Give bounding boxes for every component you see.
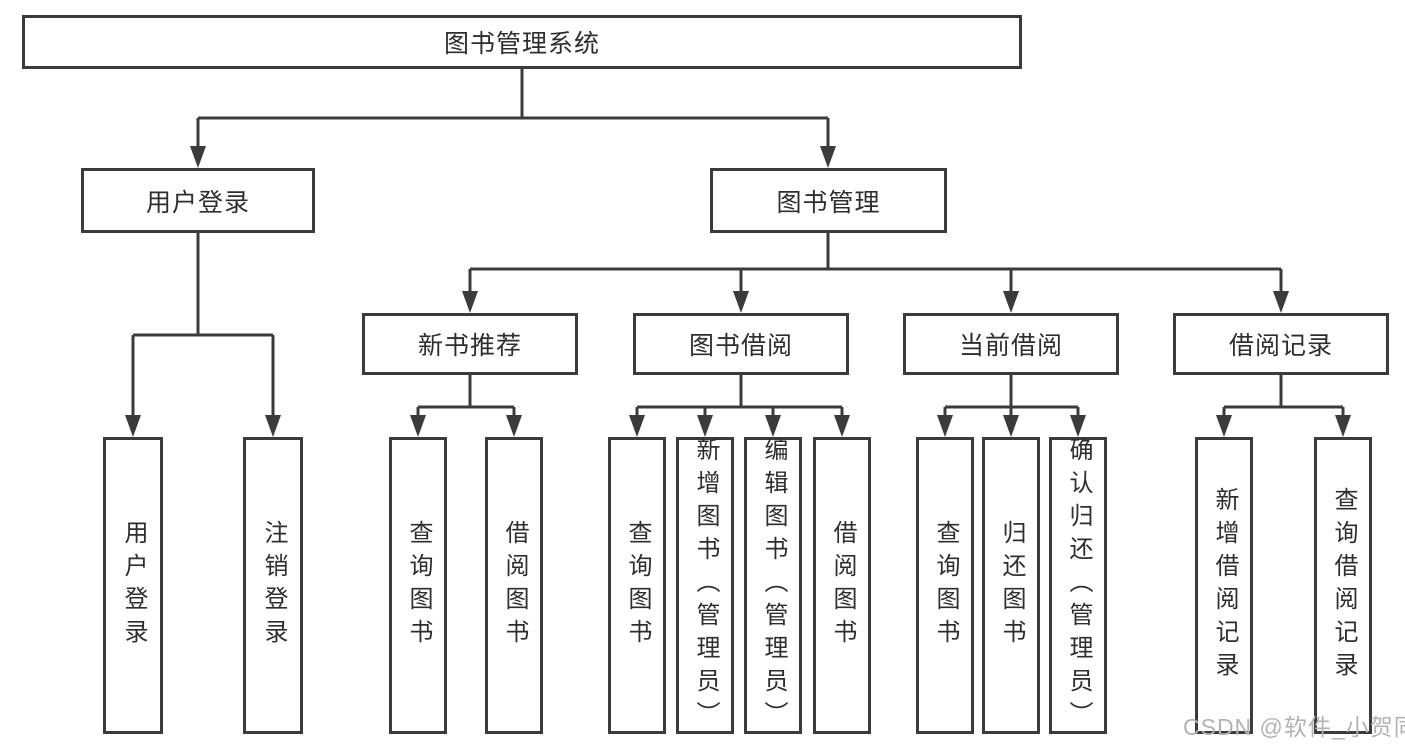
node-label: 查询借阅记录 — [1330, 486, 1357, 685]
leaf-query-book-borrow: 查询图书 — [608, 437, 666, 734]
arrowhead — [1335, 415, 1351, 437]
node-label: 当前借阅 — [958, 332, 1063, 360]
leaf-query-book-current: 查询图书 — [916, 437, 974, 734]
node-label: 查询图书 — [624, 519, 651, 652]
node-new-book-recommend: 新书推荐 — [362, 313, 578, 375]
arrowhead — [629, 415, 645, 437]
node-borrow-record: 借阅记录 — [1173, 313, 1389, 375]
arrowhead — [462, 291, 478, 313]
leaf-return-book: 归还图书 — [982, 437, 1040, 734]
node-label: 借阅图书 — [829, 519, 856, 652]
node-library-management-system: 图书管理系统 — [22, 15, 1022, 69]
leaf-query-borrow-record: 查询借阅记录 — [1314, 437, 1372, 734]
connector-currentborrow-to-leaves — [943, 375, 1080, 419]
connector-root-to-level2 — [196, 69, 830, 150]
arrowhead — [733, 291, 749, 313]
node-label: 借阅记录 — [1228, 332, 1333, 360]
node-label: 确认归还（管理员） — [1065, 437, 1092, 734]
connector-userlogin-to-leaves — [131, 233, 275, 419]
arrowhead — [1003, 415, 1019, 437]
node-label: 查询图书 — [405, 519, 432, 652]
node-user-login: 用户登录 — [81, 168, 315, 233]
arrowhead — [1003, 291, 1019, 313]
node-label: 图书借阅 — [688, 332, 793, 360]
node-current-borrow: 当前借阅 — [903, 313, 1119, 375]
arrowhead — [1070, 415, 1086, 437]
arrowhead — [125, 415, 141, 437]
node-label: 用户登录 — [120, 519, 147, 652]
leaf-confirm-return-admin: 确认归还（管理员） — [1049, 437, 1107, 734]
arrowhead — [765, 415, 781, 437]
node-label: 新书推荐 — [417, 332, 522, 360]
node-label: 新增图书（管理员） — [692, 437, 719, 734]
arrowhead — [410, 415, 426, 437]
node-label: 图书管理 — [776, 188, 881, 217]
node-label: 图书管理系统 — [443, 30, 600, 58]
leaf-borrow-book: 借阅图书 — [813, 437, 871, 734]
arrowhead — [1216, 415, 1232, 437]
node-book-borrow: 图书借阅 — [633, 313, 849, 375]
csdn-watermark: CSDN @软件_小贺同学 — [1183, 714, 1405, 740]
arrowhead — [1273, 291, 1289, 313]
connector-borrowrecord-to-leaves — [1222, 375, 1345, 419]
leaf-user-login: 用户登录 — [103, 437, 163, 734]
connector-newbookrec-to-leaves — [416, 375, 516, 419]
arrowhead — [190, 146, 206, 168]
node-book-management: 图书管理 — [710, 168, 947, 233]
arrowhead — [697, 415, 713, 437]
leaf-add-book-admin: 新增图书（管理员） — [676, 437, 734, 734]
connector-bookborrow-to-leaves — [635, 375, 844, 419]
leaf-borrow-book-recommend: 借阅图书 — [485, 437, 543, 734]
arrowhead — [265, 415, 281, 437]
connector-bookmgmt-to-level3 — [468, 233, 1283, 295]
arrowhead — [937, 415, 953, 437]
leaf-edit-book-admin: 编辑图书（管理员） — [744, 437, 802, 734]
node-label: 编辑图书（管理员） — [760, 437, 787, 734]
node-label: 用户登录 — [145, 188, 250, 217]
arrowhead — [834, 415, 850, 437]
node-label: 新增借阅记录 — [1211, 486, 1238, 685]
arrowhead — [820, 146, 836, 168]
node-label: 查询图书 — [932, 519, 959, 652]
arrowhead — [506, 415, 522, 437]
leaf-logout: 注销登录 — [243, 437, 303, 734]
node-label: 归还图书 — [998, 519, 1025, 652]
node-label: 注销登录 — [260, 519, 287, 652]
node-label: 借阅图书 — [501, 519, 528, 652]
leaf-query-book-recommend: 查询图书 — [389, 437, 447, 734]
leaf-add-borrow-record: 新增借阅记录 — [1195, 437, 1253, 734]
